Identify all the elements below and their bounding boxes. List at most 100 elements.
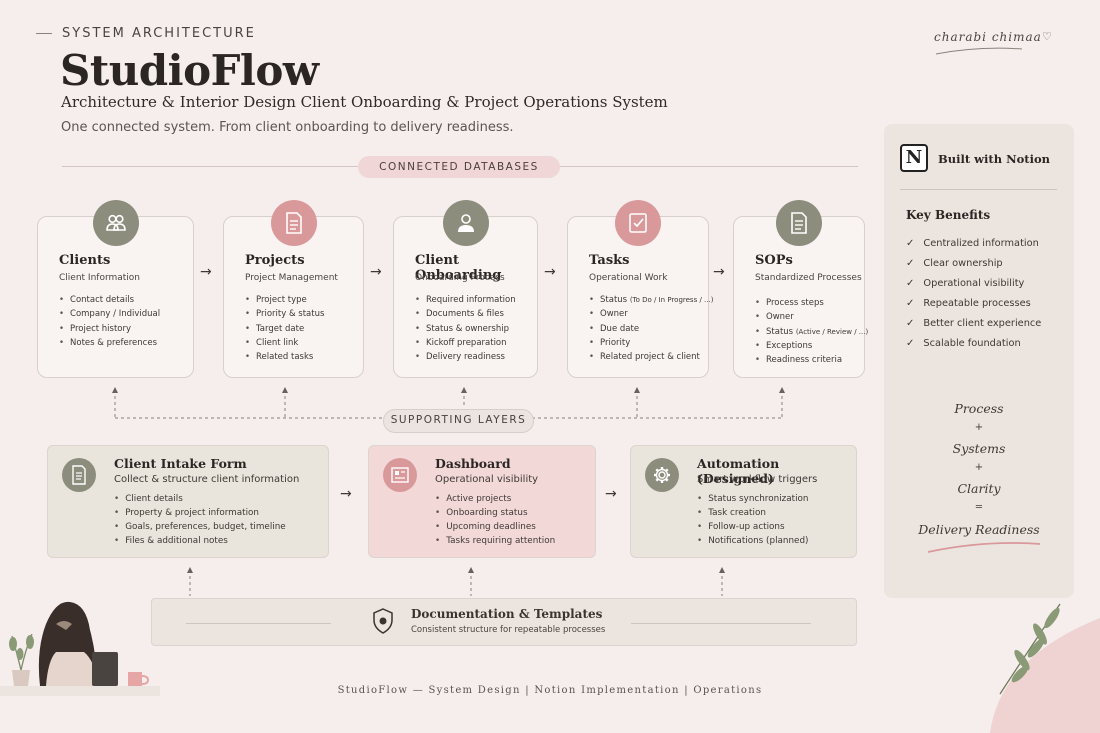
list-item: Tasks requiring attention [435, 534, 555, 548]
equation-operator: + [974, 422, 984, 433]
list-item: Status synchronization [697, 492, 808, 506]
db-field-list: Status (To Do / In Progress / ...) Owner… [589, 293, 713, 364]
signature-swash [935, 47, 1023, 55]
arrow-right-icon: → [544, 264, 556, 280]
docs-rule-left [186, 623, 331, 624]
layer-card-dashboard[interactable]: Dashboard Operational visibility Active … [368, 445, 596, 558]
list-item: Owner [755, 310, 868, 324]
list-item: Kickoff preparation [415, 336, 516, 350]
form-icon [62, 458, 96, 492]
list-item: Onboarding status [435, 506, 555, 520]
db-card-projects[interactable]: Projects Project Management Project type… [223, 200, 364, 378]
list-item: Status (Active / Review / ...) [755, 325, 868, 339]
list-item: Notifications (planned) [697, 534, 808, 548]
benefits-list: Centralized information Clear ownership … [906, 234, 1041, 355]
layer-feature-list: Active projects Onboarding status Upcomi… [435, 492, 555, 548]
list-item: Goals, preferences, budget, timeline [114, 520, 286, 534]
layer-subtitle: Operational visibility [435, 474, 539, 485]
list-item: Delivery readiness [415, 350, 516, 364]
equation-word: Systems [952, 441, 1006, 456]
notion-logo-icon: N [900, 144, 928, 172]
list-item: Documents & files [415, 307, 516, 321]
db-title: Projects [245, 253, 305, 268]
db-card-sops[interactable]: SOPs Standardized Processes Process step… [733, 200, 868, 378]
db-field-list: Contact details Company / Individual Pro… [59, 293, 160, 350]
layer-card-intake-form[interactable]: Client Intake Form Collect & structure c… [47, 445, 329, 558]
woman-at-desk-illustration [0, 601, 160, 696]
documentation-bar[interactable]: Documentation & Templates Consistent str… [151, 598, 857, 646]
page-subtitle: Architecture & Interior Design Client On… [61, 93, 668, 111]
db-subtitle: Project Management [245, 273, 338, 283]
page-title: StudioFlow [60, 46, 319, 95]
list-item: Upcoming deadlines [435, 520, 555, 534]
arrow-right-icon: → [605, 486, 617, 502]
docs-title: Documentation & Templates [411, 607, 603, 621]
status-note: (Active / Review / ...) [795, 327, 869, 336]
layer-subtitle: Collect & structure client information [114, 474, 300, 485]
list-item: Priority [589, 336, 713, 350]
benefit-item: Operational visibility [906, 274, 1041, 294]
db-subtitle: Client Information [59, 273, 141, 283]
equation-operator: = [974, 502, 984, 513]
layer-title: Client Intake Form [114, 456, 247, 471]
arrow-right-icon: → [713, 264, 725, 280]
db-card-tasks[interactable]: Tasks Operational Work Status (To Do / I… [567, 200, 713, 378]
db-card-clients[interactable]: Clients Client Information Contact detai… [37, 200, 194, 378]
benefit-item: Centralized information [906, 234, 1041, 254]
signature: charabi chimaa [934, 30, 1042, 44]
list-item: Target date [245, 322, 324, 336]
equation-word: Process [954, 401, 1004, 416]
list-item: Follow-up actions [697, 520, 809, 534]
layer-subtitle: Smart workflow triggers [697, 474, 818, 485]
kicker: SYSTEM ARCHITECTURE [62, 26, 256, 41]
leaf-decoration [990, 603, 1100, 733]
benefit-item: Better client experience [906, 314, 1041, 334]
tagline: One connected system. From client onboar… [61, 120, 514, 135]
document-icon [270, 200, 317, 246]
db-card-client-onboarding[interactable]: Client Onboarding Onboarding Process Req… [393, 200, 538, 378]
list-item: Related project & client [589, 350, 713, 364]
side-panel: N Built with Notion Key Benefits Central… [884, 124, 1074, 598]
benefit-item: Repeatable processes [906, 294, 1041, 314]
db-field-list: Required information Documents & files S… [415, 293, 516, 364]
section-pill-databases: CONNECTED DATABASES [358, 156, 560, 178]
built-with-label: Built with Notion [938, 152, 1050, 166]
section-pill-supporting-layers: SUPPORTING LAYERS [383, 409, 534, 433]
gear-icon [645, 458, 679, 492]
layer-card-automation[interactable]: Automation (Designed) Smart workflow tri… [630, 445, 857, 558]
list-item: Active projects [435, 492, 555, 506]
layer-title: Automation (Designed) [697, 456, 780, 486]
list-item: Contact details [59, 293, 160, 307]
db-title: SOPs [755, 253, 793, 268]
status-field-label: Status [766, 326, 794, 337]
footer: StudioFlow — System Design | Notion Impl… [337, 685, 763, 696]
db-field-list: Process steps Owner Status (Active / Rev… [755, 296, 868, 367]
list-item: Client details [114, 492, 286, 506]
benefit-item: Clear ownership [906, 254, 1041, 274]
benefits-title: Key Benefits [906, 208, 991, 222]
section-rule-right [560, 166, 858, 167]
kicker-rule [36, 33, 52, 34]
list-item: Due date [589, 322, 713, 336]
list-item: Status & ownership [415, 322, 516, 336]
underline-swash [927, 542, 1041, 553]
layer-title: Dashboard [435, 456, 511, 471]
list-item: Status (To Do / In Progress / ...) [589, 293, 713, 307]
list-item: Project history [59, 322, 160, 336]
section-rule-left [62, 166, 358, 167]
panel-divider [900, 189, 1057, 190]
benefit-item: Scalable foundation [906, 334, 1041, 354]
arrow-right-icon: → [340, 486, 352, 502]
list-item: Process steps [755, 296, 868, 310]
list-item: Owner [589, 307, 713, 321]
list-item: Required information [415, 293, 516, 307]
list-item: Notes & preferences [59, 336, 160, 350]
person-icon [442, 200, 489, 246]
connector-lines [112, 387, 785, 596]
docs-rule-right [631, 623, 811, 624]
db-subtitle: Operational Work [589, 273, 668, 283]
db-title: Clients [59, 253, 111, 268]
layer-feature-list: Client details Property & project inform… [114, 492, 286, 548]
list-item: Project type [245, 293, 324, 307]
db-subtitle: Standardized Processes [755, 273, 862, 283]
